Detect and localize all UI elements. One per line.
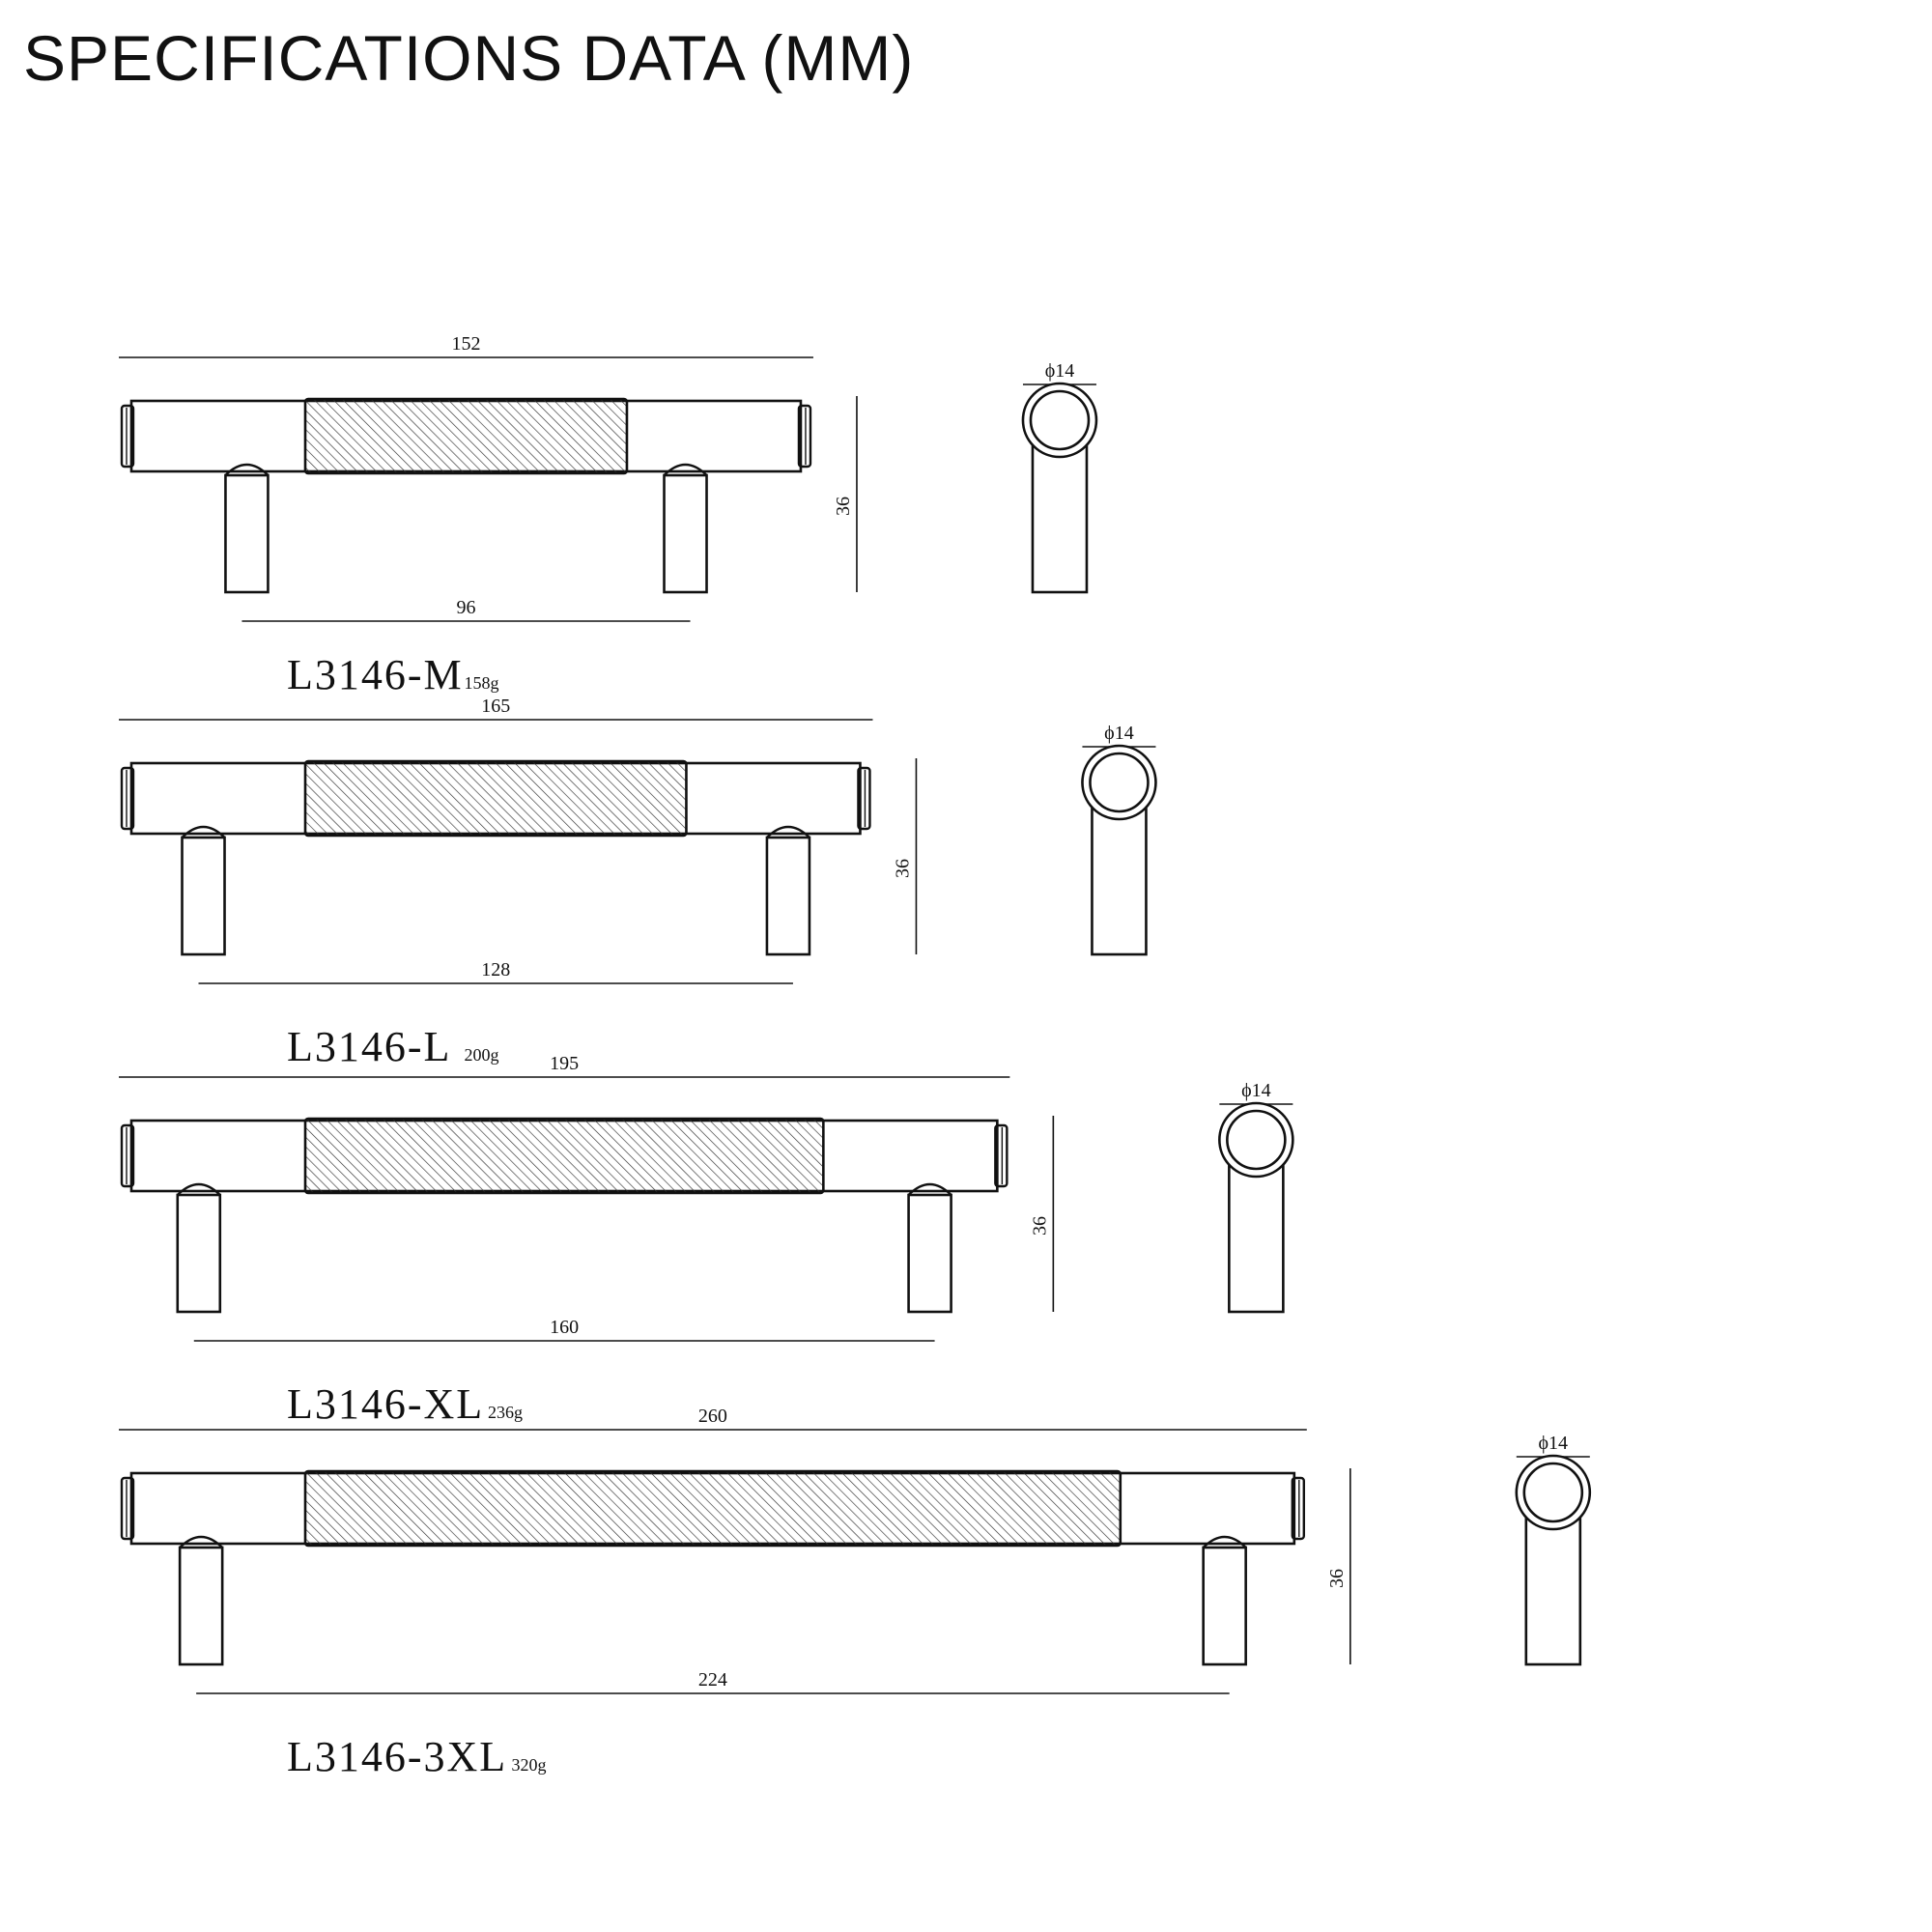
handle-drawing-2 bbox=[119, 719, 1157, 984]
end-view-inner-circle bbox=[1226, 1109, 1287, 1171]
left-leg-joint-curve bbox=[176, 1182, 221, 1196]
left-end-cap bbox=[120, 404, 135, 469]
right-leg bbox=[907, 1193, 952, 1314]
height-label: 36 bbox=[1029, 1216, 1050, 1236]
hole-centers-label: 128 bbox=[481, 959, 510, 980]
page-title: SPECIFICATIONS DATA (MM) bbox=[23, 22, 915, 94]
end-view-inner-circle bbox=[1522, 1462, 1584, 1523]
weight-label: 320g bbox=[512, 1755, 547, 1775]
left-leg bbox=[178, 1546, 224, 1666]
right-end-cap bbox=[994, 1123, 1009, 1188]
left-leg-joint-curve bbox=[181, 825, 226, 838]
handle-drawing-1 bbox=[119, 356, 1098, 622]
model-label: L3146-XL bbox=[287, 1380, 484, 1428]
diameter-label: ϕ14 bbox=[1241, 1080, 1271, 1101]
right-leg bbox=[1202, 1546, 1247, 1666]
weight-label: 236g bbox=[488, 1403, 523, 1422]
handle-drawing-3 bbox=[119, 1076, 1294, 1342]
right-leg-joint-curve bbox=[766, 825, 810, 838]
right-leg-joint-curve bbox=[907, 1182, 952, 1196]
hole-centers-label: 96 bbox=[456, 597, 475, 618]
height-label: 36 bbox=[1326, 1569, 1348, 1588]
end-view-inner-circle bbox=[1089, 752, 1150, 813]
overall-length-label: 260 bbox=[698, 1406, 727, 1427]
right-end-cap bbox=[857, 766, 871, 831]
right-leg-joint-curve bbox=[663, 463, 708, 476]
hole-centers-label: 224 bbox=[698, 1669, 727, 1690]
right-leg-joint-curve bbox=[1202, 1535, 1247, 1548]
weight-label: 200g bbox=[465, 1045, 499, 1065]
left-end-cap bbox=[120, 766, 135, 831]
right-end-cap bbox=[1291, 1476, 1306, 1541]
knurled-grip bbox=[303, 1469, 1122, 1548]
end-view-leg bbox=[1031, 428, 1089, 594]
left-end-cap bbox=[120, 1476, 135, 1541]
model-label: L3146-L bbox=[287, 1023, 451, 1070]
knurled-grip bbox=[303, 1117, 825, 1195]
overall-length-label: 152 bbox=[451, 333, 480, 355]
knurled-grip bbox=[303, 759, 688, 838]
right-leg bbox=[765, 836, 811, 956]
left-leg-joint-curve bbox=[224, 463, 270, 476]
height-label: 36 bbox=[833, 497, 854, 516]
diameter-label: ϕ14 bbox=[1104, 723, 1134, 744]
right-end-cap bbox=[797, 404, 812, 469]
model-label: L3146-M bbox=[287, 651, 464, 698]
weight-label: 158g bbox=[465, 673, 499, 693]
left-end-cap bbox=[120, 1123, 135, 1188]
left-leg-joint-curve bbox=[179, 1535, 223, 1548]
diameter-label: ϕ14 bbox=[1539, 1433, 1569, 1454]
knurled-grip bbox=[303, 397, 629, 475]
right-leg bbox=[663, 473, 708, 594]
model-label: L3146-3XL bbox=[287, 1733, 507, 1780]
left-leg bbox=[176, 1193, 222, 1314]
overall-length-label: 195 bbox=[550, 1053, 579, 1074]
diameter-label: ϕ14 bbox=[1045, 360, 1075, 382]
hole-centers-label: 160 bbox=[550, 1317, 579, 1338]
overall-length-label: 165 bbox=[481, 696, 510, 717]
end-view-inner-circle bbox=[1029, 389, 1091, 451]
left-leg bbox=[224, 473, 270, 594]
height-label: 36 bbox=[892, 859, 913, 878]
handle-drawing-4 bbox=[119, 1429, 1592, 1694]
left-leg bbox=[181, 836, 226, 956]
